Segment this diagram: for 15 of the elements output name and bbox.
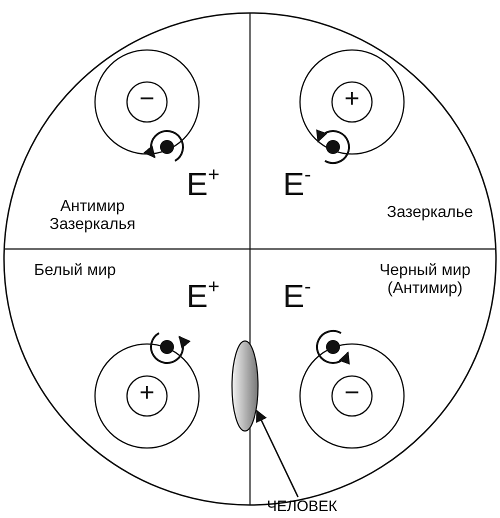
world-label: Белый мир (33, 262, 117, 280)
charge-sign: + (343, 84, 361, 114)
charge-sign: − (138, 84, 156, 114)
energy-label: E$^{-}$ (282, 166, 312, 203)
leader-arrow (256, 410, 299, 498)
charge-sign: + (138, 378, 156, 408)
world-label: Черный мир (Антимир) (378, 262, 472, 299)
person-oval (231, 340, 259, 432)
energy-label: E$^{-}$ (282, 278, 312, 315)
world-label: Зазеркалье (386, 204, 474, 222)
charge-sign: − (343, 378, 361, 408)
energy-label: E$^{+}$ (185, 166, 221, 203)
energy-label: E$^{+}$ (185, 278, 221, 315)
person-label: ЧЕЛОВЕК (262, 497, 342, 517)
world-label: Антимир Зазеркалья (48, 198, 136, 235)
